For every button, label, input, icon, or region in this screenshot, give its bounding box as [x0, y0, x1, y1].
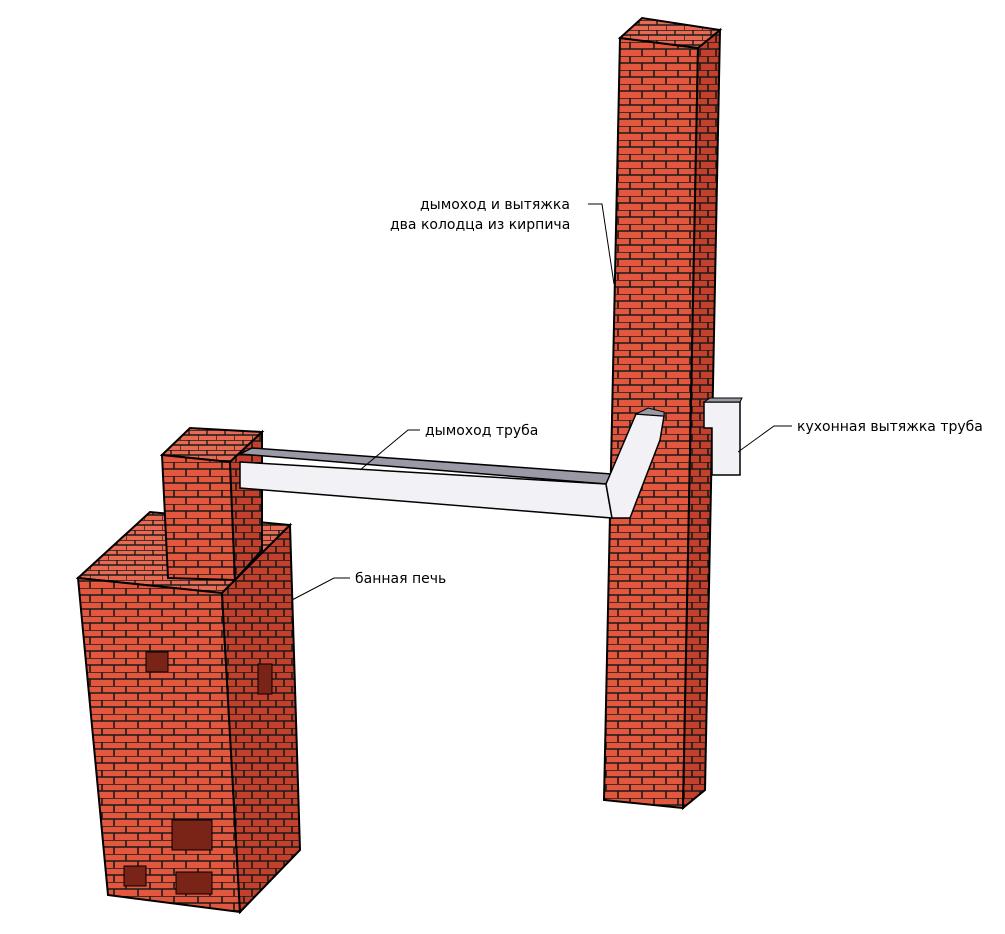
chimney-top — [617, 16, 723, 50]
stove-firebox-door — [171, 819, 213, 851]
label-bath-stove: банная печь — [355, 571, 447, 587]
leader-kitchen-pipe — [737, 425, 792, 453]
label-flue-pipe: дымоход труба — [425, 423, 539, 439]
stove-chimney-front — [160, 453, 237, 582]
leader-chimney — [588, 203, 615, 285]
stove-side-opening — [257, 663, 273, 695]
label-chimney-line2: два колодца из кирпича — [390, 217, 571, 233]
leader-stove — [291, 577, 350, 601]
stove-front — [76, 576, 242, 914]
kitchen-hood-pipe — [702, 397, 743, 476]
leader-lines — [291, 203, 792, 601]
label-kitchen-hood-pipe: кухонная вытяжка труба — [797, 419, 983, 435]
leader-flue-pipe — [359, 429, 420, 471]
stove-ash-door — [175, 871, 213, 895]
bath-stove — [75, 426, 302, 915]
stove-side — [220, 522, 302, 915]
label-chimney-line1: дымоход и вытяжка — [420, 197, 570, 213]
flue-pipe-riser-top — [634, 407, 665, 417]
flue-pipe — [237, 407, 665, 519]
stove-ash-door-left — [123, 865, 147, 887]
stove-opening — [145, 651, 169, 673]
